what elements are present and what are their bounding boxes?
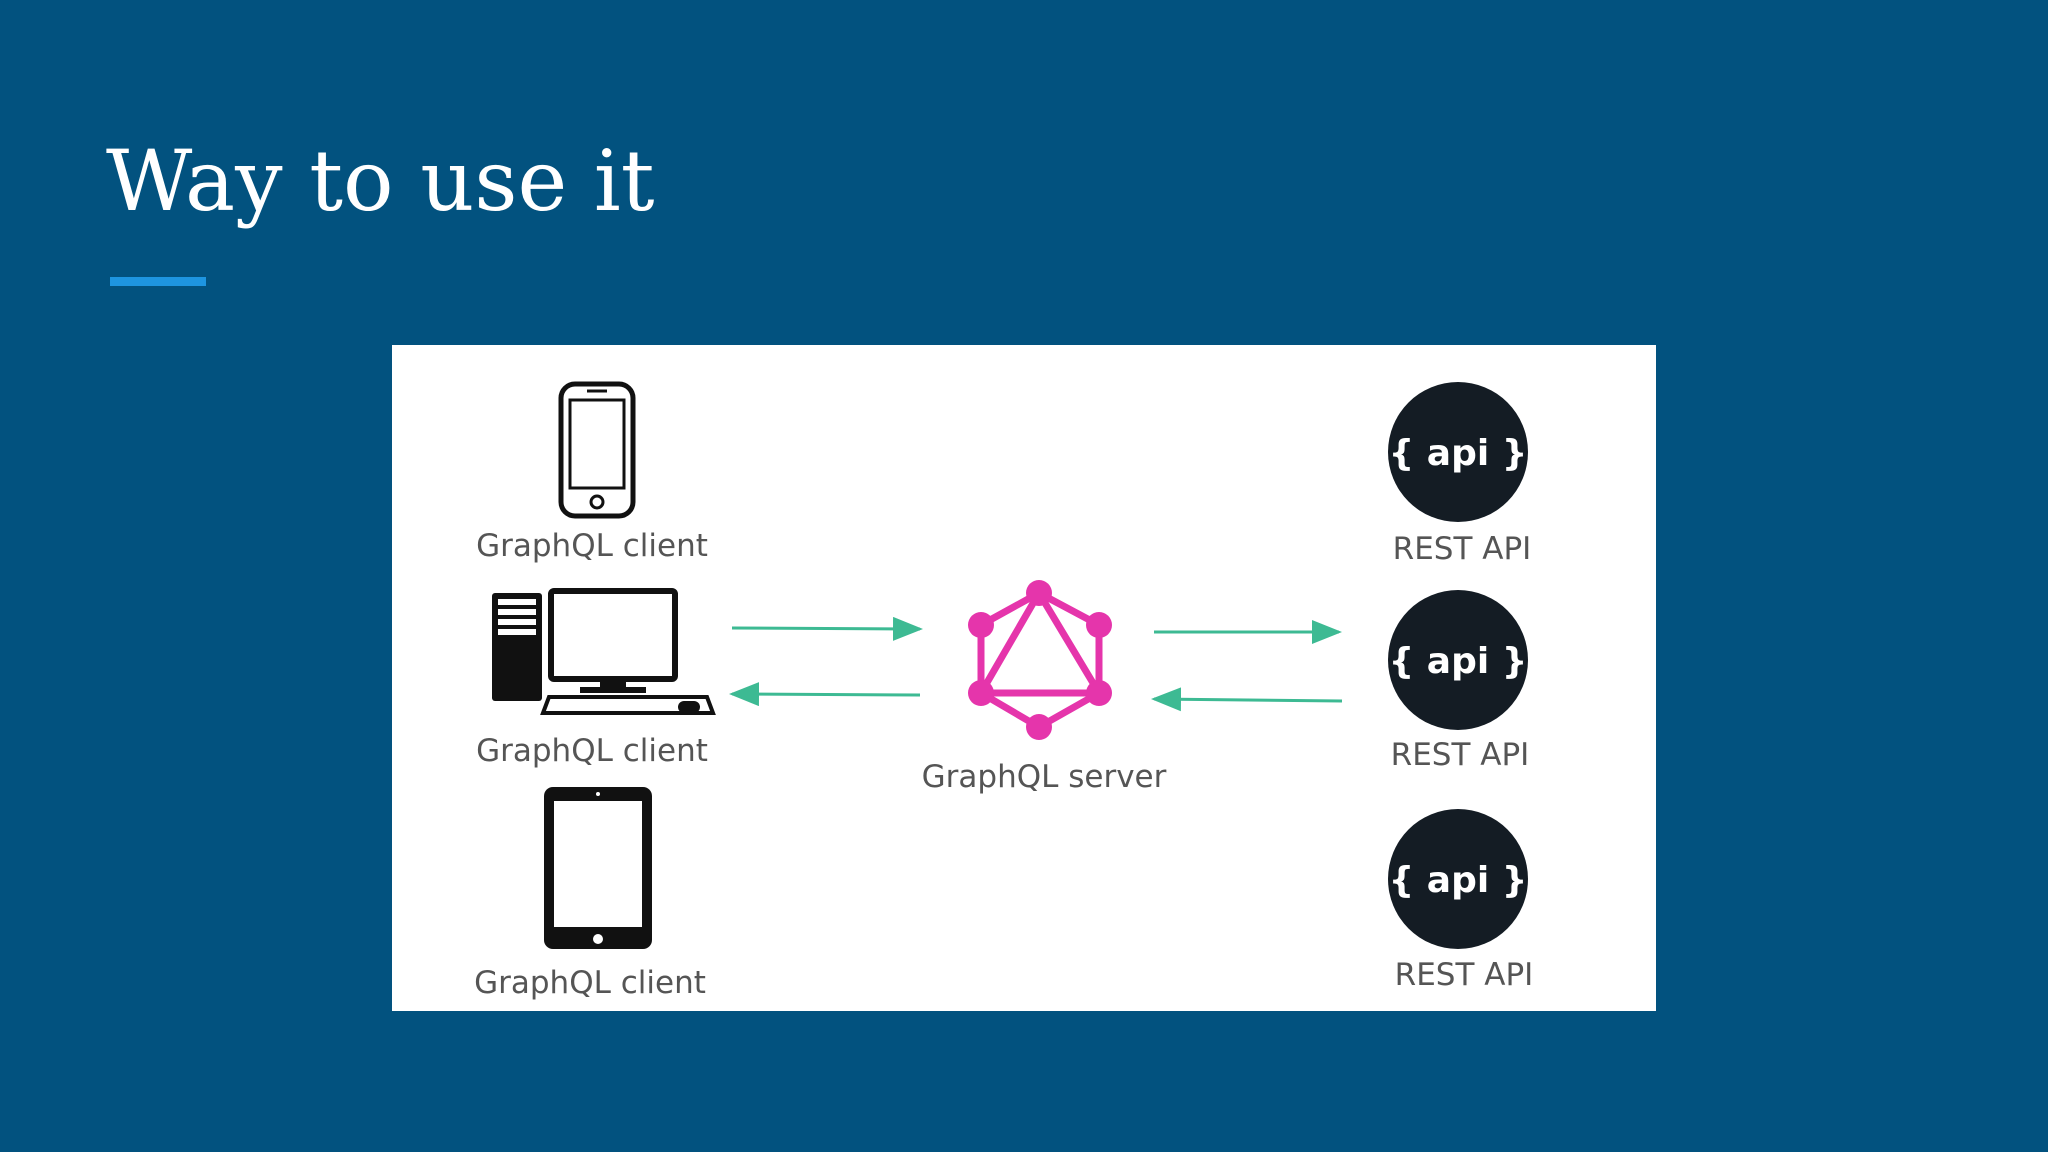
architecture-diagram: GraphQL client GraphQL client	[474, 381, 1534, 1001]
server-label: GraphQL server	[922, 759, 1167, 795]
diagram-panel: GraphQL client GraphQL client	[392, 345, 1656, 1011]
api-badge-icon: { api }	[1388, 590, 1528, 730]
graphql-logo-icon	[974, 586, 1106, 732]
api-label: REST API	[1391, 737, 1530, 773]
tablet-icon	[544, 787, 652, 949]
api-label: REST API	[1393, 531, 1532, 567]
request-arrow	[731, 616, 923, 641]
svg-text:{ api }: { api }	[1389, 433, 1528, 474]
title-underline	[110, 277, 206, 286]
client-label: GraphQL client	[476, 528, 708, 564]
api-label: REST API	[1395, 957, 1534, 993]
slide-title: Way to use it	[106, 132, 655, 230]
smartphone-icon	[558, 381, 636, 519]
client-label: GraphQL client	[474, 965, 706, 1001]
response-arrow	[729, 682, 921, 707]
api-badge-icon: { api }	[1388, 809, 1528, 949]
api-badge-icon: { api }	[1388, 382, 1528, 522]
svg-text:{ api }: { api }	[1389, 641, 1528, 682]
desktop-computer-icon	[492, 588, 716, 715]
client-label: GraphQL client	[476, 733, 708, 769]
response-arrow	[1151, 687, 1343, 712]
svg-text:{ api }: { api }	[1389, 860, 1528, 901]
